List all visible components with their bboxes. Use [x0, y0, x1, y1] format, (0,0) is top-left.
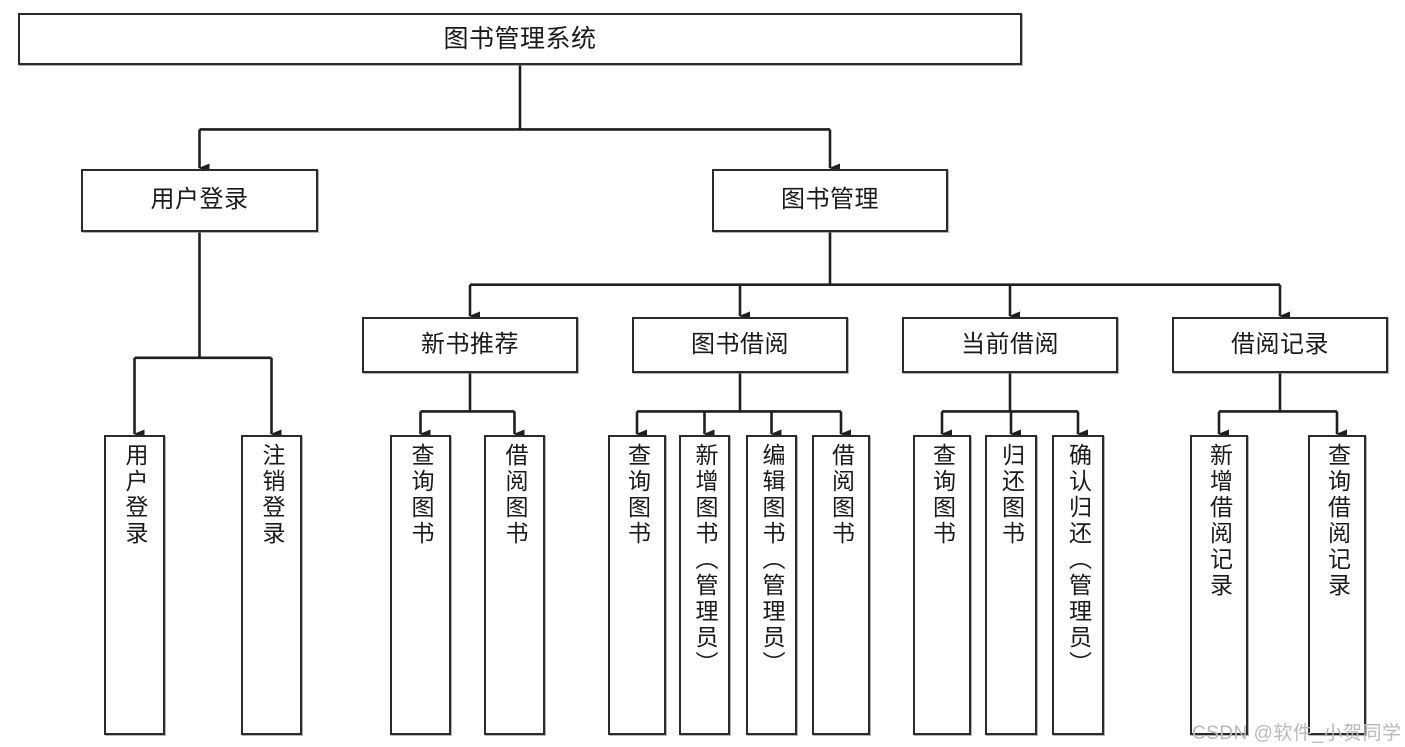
leaf-query-book-3-label: 查询图书 [929, 443, 956, 547]
node-book-manage[interactable]: 图书管理 [712, 169, 948, 232]
leaf-query-book-2-label: 查询图书 [624, 443, 651, 547]
leaf-borrow-book-2-label: 借阅图书 [828, 443, 855, 547]
node-root-label: 图书管理系统 [443, 25, 597, 53]
leaf-return-book-label: 归还图书 [998, 443, 1025, 547]
node-user-login[interactable]: 用户登录 [81, 169, 318, 232]
leaf-borrow-book-1-label: 借阅图书 [502, 443, 528, 547]
leaf-edit-book[interactable]: 编辑图书（管理员） [746, 435, 797, 735]
leaf-query-book-1[interactable]: 查询图书 [390, 435, 451, 735]
node-book-borrow[interactable]: 图书借阅 [632, 317, 848, 373]
csdn-watermark: CSDN @软件_小贺同学 [1192, 723, 1402, 744]
leaf-query-book-2[interactable]: 查询图书 [608, 435, 666, 735]
leaf-add-book-label: 新增图书（管理员） [692, 443, 718, 677]
leaf-user-login[interactable]: 用户登录 [104, 435, 165, 735]
node-new-book-recommend-label: 新书推荐 [421, 330, 519, 358]
leaf-query-book-3[interactable]: 查询图书 [913, 435, 971, 735]
node-borrow-record[interactable]: 借阅记录 [1172, 317, 1388, 373]
node-borrow-record-label: 借阅记录 [1231, 330, 1329, 358]
leaf-add-borrow-record-label: 新增借阅记录 [1206, 443, 1233, 599]
leaf-user-login-label: 用户登录 [122, 443, 148, 547]
node-user-login-label: 用户登录 [150, 186, 249, 214]
leaf-confirm-return[interactable]: 确认归还（管理员） [1052, 435, 1104, 735]
leaf-add-borrow-record[interactable]: 新增借阅记录 [1190, 435, 1248, 735]
leaf-confirm-return-label: 确认归还（管理员） [1065, 443, 1092, 677]
leaf-query-borrow-record-label: 查询借阅记录 [1324, 443, 1351, 599]
leaf-query-book-1-label: 查询图书 [408, 443, 434, 547]
leaf-edit-book-label: 编辑图书（管理员） [759, 443, 785, 677]
node-new-book-recommend[interactable]: 新书推荐 [362, 317, 578, 373]
leaf-query-borrow-record[interactable]: 查询借阅记录 [1308, 435, 1366, 735]
connector-bus [942, 373, 1078, 413]
connector-bus [199, 65, 830, 131]
leaf-add-book[interactable]: 新增图书（管理员） [679, 435, 730, 735]
connector-bus [134, 232, 272, 360]
connector-bus [1219, 373, 1337, 413]
connector-bus [420, 373, 515, 413]
node-book-borrow-label: 图书借阅 [691, 330, 789, 358]
leaf-logout-label: 注销登录 [259, 443, 285, 547]
leaf-logout[interactable]: 注销登录 [241, 435, 302, 735]
node-current-borrow-label: 当前借阅 [961, 330, 1059, 358]
connector-bus [637, 373, 841, 413]
connector-bus [470, 232, 1280, 286]
leaf-borrow-book-2[interactable]: 借阅图书 [812, 435, 870, 735]
leaf-borrow-book-1[interactable]: 借阅图书 [484, 435, 545, 735]
node-root[interactable]: 图书管理系统 [18, 13, 1022, 65]
leaf-return-book[interactable]: 归还图书 [985, 435, 1037, 735]
node-book-manage-label: 图书管理 [781, 186, 879, 214]
node-current-borrow[interactable]: 当前借阅 [902, 317, 1118, 373]
